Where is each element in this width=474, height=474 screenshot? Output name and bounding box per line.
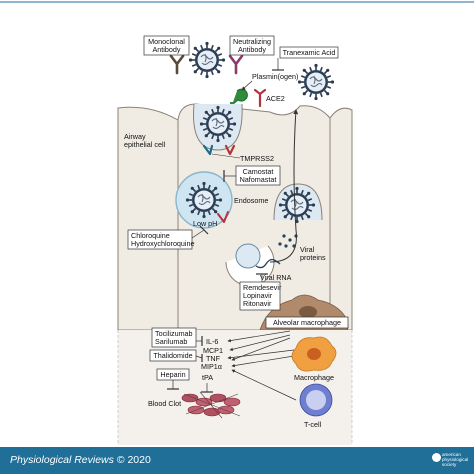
ace2-receptor-icon (253, 88, 267, 108)
camostat-label-box (235, 165, 281, 186)
neutralizing-antibody-icon (228, 54, 244, 75)
virus-icon-release (278, 186, 316, 224)
chloroquine-label: Chloroquine (131, 231, 170, 240)
virus-icon-top (188, 41, 226, 79)
replication-arrow (269, 109, 299, 263)
camostat-label: Camostat (243, 167, 274, 176)
aps-logo-text: american physiological society (442, 452, 468, 467)
t-cell-nucleus (306, 390, 326, 410)
tocilizumab-label: Tocilizumab (155, 329, 193, 338)
tranexamic-label-box (279, 46, 339, 59)
viral-rna-label: Viral RNA (260, 273, 292, 282)
remdesevir-label-box (239, 281, 281, 311)
plasmin-icon (230, 88, 248, 106)
blood-clot-label: Blood Clot (148, 399, 181, 408)
airway-label: Airway (124, 132, 146, 141)
copyright: © 2020 (116, 454, 151, 466)
nafomastat-label: Nafomastat (240, 175, 277, 184)
thalidomide-label-box (149, 349, 197, 362)
endosome-receptor-icon (217, 211, 229, 223)
footer-citation: Physiological Reviews © 2020 (10, 454, 151, 466)
ace2-label: ACE2 (266, 94, 285, 103)
blood-clot-icon (181, 391, 241, 419)
t-cell-label: T-cell (304, 420, 322, 429)
neutralizing-label-box (229, 35, 275, 56)
lopinavir-label: Lopinavir (243, 291, 273, 300)
virus-icon-plasmin (297, 63, 335, 101)
viral-rna-strand (255, 258, 281, 269)
neutralizing-label: Neutralizing (233, 37, 271, 46)
tmprss2-icon (202, 144, 214, 156)
virus-icon-endosome (185, 181, 223, 219)
virus-icon-entry (199, 105, 237, 143)
ritonavir-label: Ritonavir (243, 299, 272, 308)
neutralizing-label-2: Antibody (238, 45, 266, 54)
il6-label: IL-6 (206, 337, 218, 346)
hydroxychloroquine-label: Hydroxychloroquine (131, 239, 195, 248)
alveolar-label-box (265, 316, 349, 329)
macrophage-label: Macrophage (294, 373, 334, 382)
chloroquine-label-box (127, 229, 193, 250)
tpa-label: tPA (202, 373, 213, 382)
monoclonal-label: Monoclonal (148, 37, 185, 46)
aps-logo-line3: society (442, 462, 457, 467)
aps-logo-circle-icon (432, 453, 441, 462)
heparin-label: Heparin (160, 370, 185, 379)
monoclonal-label-box (143, 35, 190, 56)
uncoating-virus-core (235, 243, 261, 269)
cytokine-arrows (227, 330, 297, 401)
viral-proteins-label-2: proteins (300, 253, 326, 262)
plasmin-arrow (241, 80, 253, 91)
low-ph-label: Low pH (193, 219, 217, 228)
footer-bar: Physiological Reviews © 2020 american ph… (0, 447, 474, 474)
monoclonal-antibody-icon (169, 54, 185, 75)
aps-logo-line1: american (442, 452, 461, 457)
macrophage-nucleus (307, 348, 321, 360)
journal-name: Physiological Reviews (10, 454, 114, 466)
alveolar-macrophage-label: Alveolar macrophage (273, 318, 341, 327)
tmprss2-label: TMPRSS2 (240, 154, 274, 163)
epithelial-cell-layer (117, 103, 353, 331)
thalidomide-label: Thalidomide (153, 351, 192, 360)
viral-proteins-label: Viral (300, 245, 315, 254)
sarilumab-label: Sarilumab (155, 337, 187, 346)
aps-logo: american physiological society (432, 450, 468, 471)
tocilizumab-label-box (151, 327, 197, 348)
aps-logo-line2: physiological (442, 457, 469, 462)
ace2-bound-icon (224, 144, 236, 156)
mcp1-label: MCP1 (203, 346, 223, 355)
monoclonal-label-2: Antibody (153, 45, 181, 54)
remdesevir-label: Remdesevir (243, 283, 282, 292)
mip1a-label: MIP1α (201, 362, 222, 371)
endosome-label: Endosome (234, 196, 268, 205)
alveolar-macrophage-nucleus (299, 306, 317, 318)
tranexamic-label: Tranexamic Acid (283, 48, 336, 57)
plasmin-label: Plasmin(ogen) (252, 72, 298, 81)
tnf-label: TNF (206, 354, 221, 363)
airway-label-2: epithelial cell (124, 140, 166, 149)
